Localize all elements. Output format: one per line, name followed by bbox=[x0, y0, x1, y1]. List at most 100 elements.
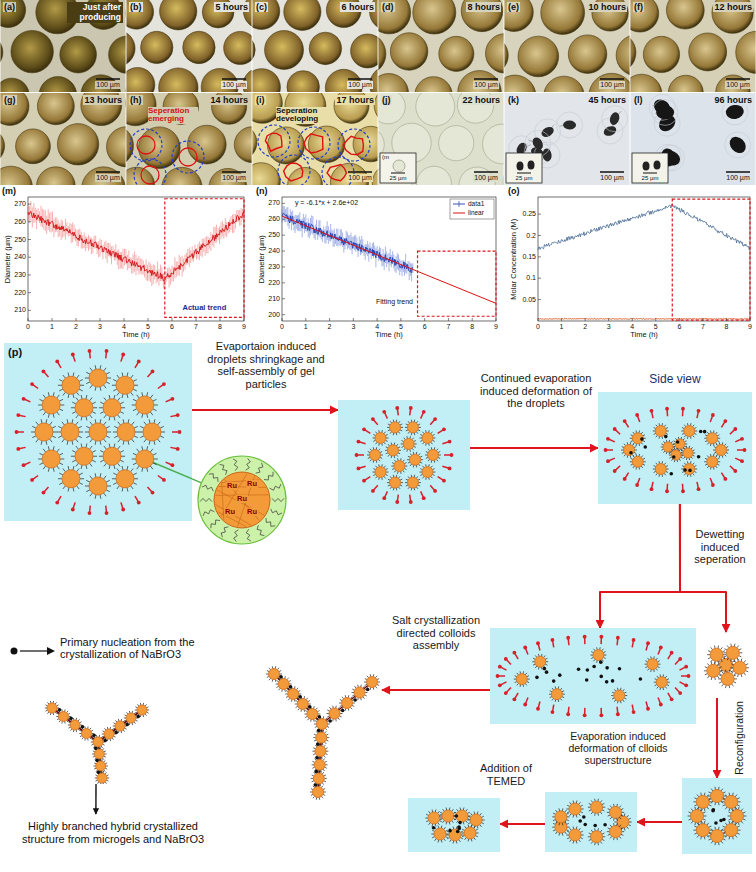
separation-outline bbox=[304, 134, 323, 153]
scale-bar bbox=[517, 173, 531, 174]
polymer-chain bbox=[107, 486, 111, 487]
tick bbox=[282, 235, 285, 236]
surfactant-head bbox=[382, 496, 386, 500]
microgel-core bbox=[683, 448, 693, 458]
microgel bbox=[419, 430, 435, 446]
polymer-chain bbox=[85, 486, 89, 487]
polymer-chain bbox=[95, 387, 97, 391]
scale-label: 100 µm bbox=[347, 81, 373, 89]
polymer-chain bbox=[90, 422, 93, 425]
label-anchor: 100 µm bbox=[347, 174, 373, 182]
polymer-chain bbox=[72, 451, 76, 453]
label-anchor: 2 bbox=[74, 323, 78, 331]
tick bbox=[750, 318, 751, 321]
droplet bbox=[1, 78, 30, 92]
tick bbox=[538, 256, 541, 257]
droplet bbox=[265, 31, 304, 70]
scale-label: 100 µm bbox=[599, 174, 625, 182]
micrograph-panel bbox=[379, 0, 504, 92]
surfactant-head bbox=[409, 406, 413, 410]
panel-letter: (b) bbox=[129, 2, 143, 12]
microgel-core bbox=[655, 425, 666, 436]
microgel bbox=[71, 444, 97, 469]
label-anchor: Seperation emerging bbox=[148, 107, 198, 124]
axis-title: Diameter (µm) bbox=[258, 235, 266, 283]
surfactant-head bbox=[171, 397, 175, 401]
microgel-core bbox=[143, 423, 161, 441]
axis-title: Molar Concentration (M) bbox=[510, 219, 518, 300]
separation-outline bbox=[265, 133, 282, 151]
tick bbox=[561, 318, 562, 321]
surfactant-head bbox=[606, 437, 610, 441]
polymer-chain bbox=[733, 682, 736, 683]
microgel-core bbox=[614, 690, 625, 701]
polymer-chain bbox=[76, 446, 79, 449]
hybrid-particle bbox=[726, 134, 749, 157]
fit-equation: y = -6.1*x + 2.6e+02 bbox=[294, 199, 359, 207]
tick bbox=[472, 318, 473, 321]
polymer-chain bbox=[233, 459, 238, 471]
scale-label: 100 µm bbox=[599, 81, 625, 89]
tick-label: 0.15 bbox=[522, 253, 536, 261]
polymer-chain bbox=[118, 463, 121, 466]
microgel-core bbox=[551, 689, 562, 700]
nabro3-nucleus bbox=[676, 440, 680, 444]
panel-letter: (i) bbox=[255, 95, 266, 105]
polymer-chain bbox=[718, 678, 721, 679]
nabro3-nucleus bbox=[558, 673, 562, 677]
polymer-chain bbox=[121, 407, 125, 408]
tick-label: 4 bbox=[375, 323, 379, 331]
label-anchor: 250 bbox=[268, 231, 280, 239]
crystal-line bbox=[274, 674, 322, 724]
connector-arrow bbox=[470, 447, 598, 449]
microgel bbox=[611, 688, 627, 704]
microgel-core bbox=[136, 450, 154, 468]
node-illustration bbox=[700, 632, 752, 698]
droplet bbox=[39, 77, 77, 92]
polymer-chain bbox=[58, 385, 62, 386]
label-anchor: Time (h) bbox=[375, 331, 403, 339]
label-anchor: 210 bbox=[268, 295, 280, 303]
inset-figure bbox=[528, 161, 535, 170]
tick bbox=[538, 235, 541, 236]
tick-label: 220 bbox=[268, 279, 280, 287]
tick-label: 230 bbox=[268, 263, 280, 271]
label-anchor: 210 bbox=[14, 306, 26, 314]
polymer-chain bbox=[71, 407, 75, 408]
polymer-chain bbox=[100, 365, 102, 369]
label-anchor: Fitting trend bbox=[375, 298, 414, 306]
droplet-trace bbox=[525, 130, 551, 156]
scale-bar bbox=[474, 171, 498, 173]
droplet bbox=[631, 74, 662, 92]
nabro3-nucleus bbox=[585, 678, 589, 682]
surfactant-head bbox=[151, 491, 155, 495]
label-anchor: 2 bbox=[328, 323, 332, 331]
microgel-core bbox=[632, 433, 643, 444]
polymer-chain bbox=[711, 660, 713, 662]
droplet bbox=[37, 167, 76, 185]
polymer-chain bbox=[62, 422, 65, 425]
polymer-chain bbox=[707, 654, 710, 655]
droplet bbox=[668, 75, 703, 92]
droplet bbox=[666, 0, 704, 29]
tick-label: 8 bbox=[470, 323, 474, 331]
polymer-chain bbox=[104, 476, 107, 479]
polymer-chain bbox=[731, 664, 734, 665]
label-anchor: (n) bbox=[256, 186, 268, 196]
surfactant-head bbox=[55, 501, 59, 505]
polymer-chain bbox=[113, 432, 117, 433]
droplet bbox=[284, 0, 321, 30]
highlight-circle bbox=[278, 155, 310, 185]
label-anchor: 0.25 bbox=[522, 210, 536, 218]
droplet-trace bbox=[652, 99, 678, 125]
polymer-chain bbox=[717, 676, 719, 678]
microgel-core bbox=[716, 445, 727, 456]
micrograph-panel bbox=[379, 93, 504, 185]
polymer-chain bbox=[705, 674, 708, 675]
polymer-chain bbox=[705, 667, 708, 668]
label-anchor: 100 µm bbox=[347, 81, 373, 89]
surfactant-head bbox=[395, 406, 399, 410]
highlight-circle bbox=[172, 141, 204, 173]
polymer-chain bbox=[118, 446, 121, 449]
polymer-chain bbox=[724, 649, 727, 650]
